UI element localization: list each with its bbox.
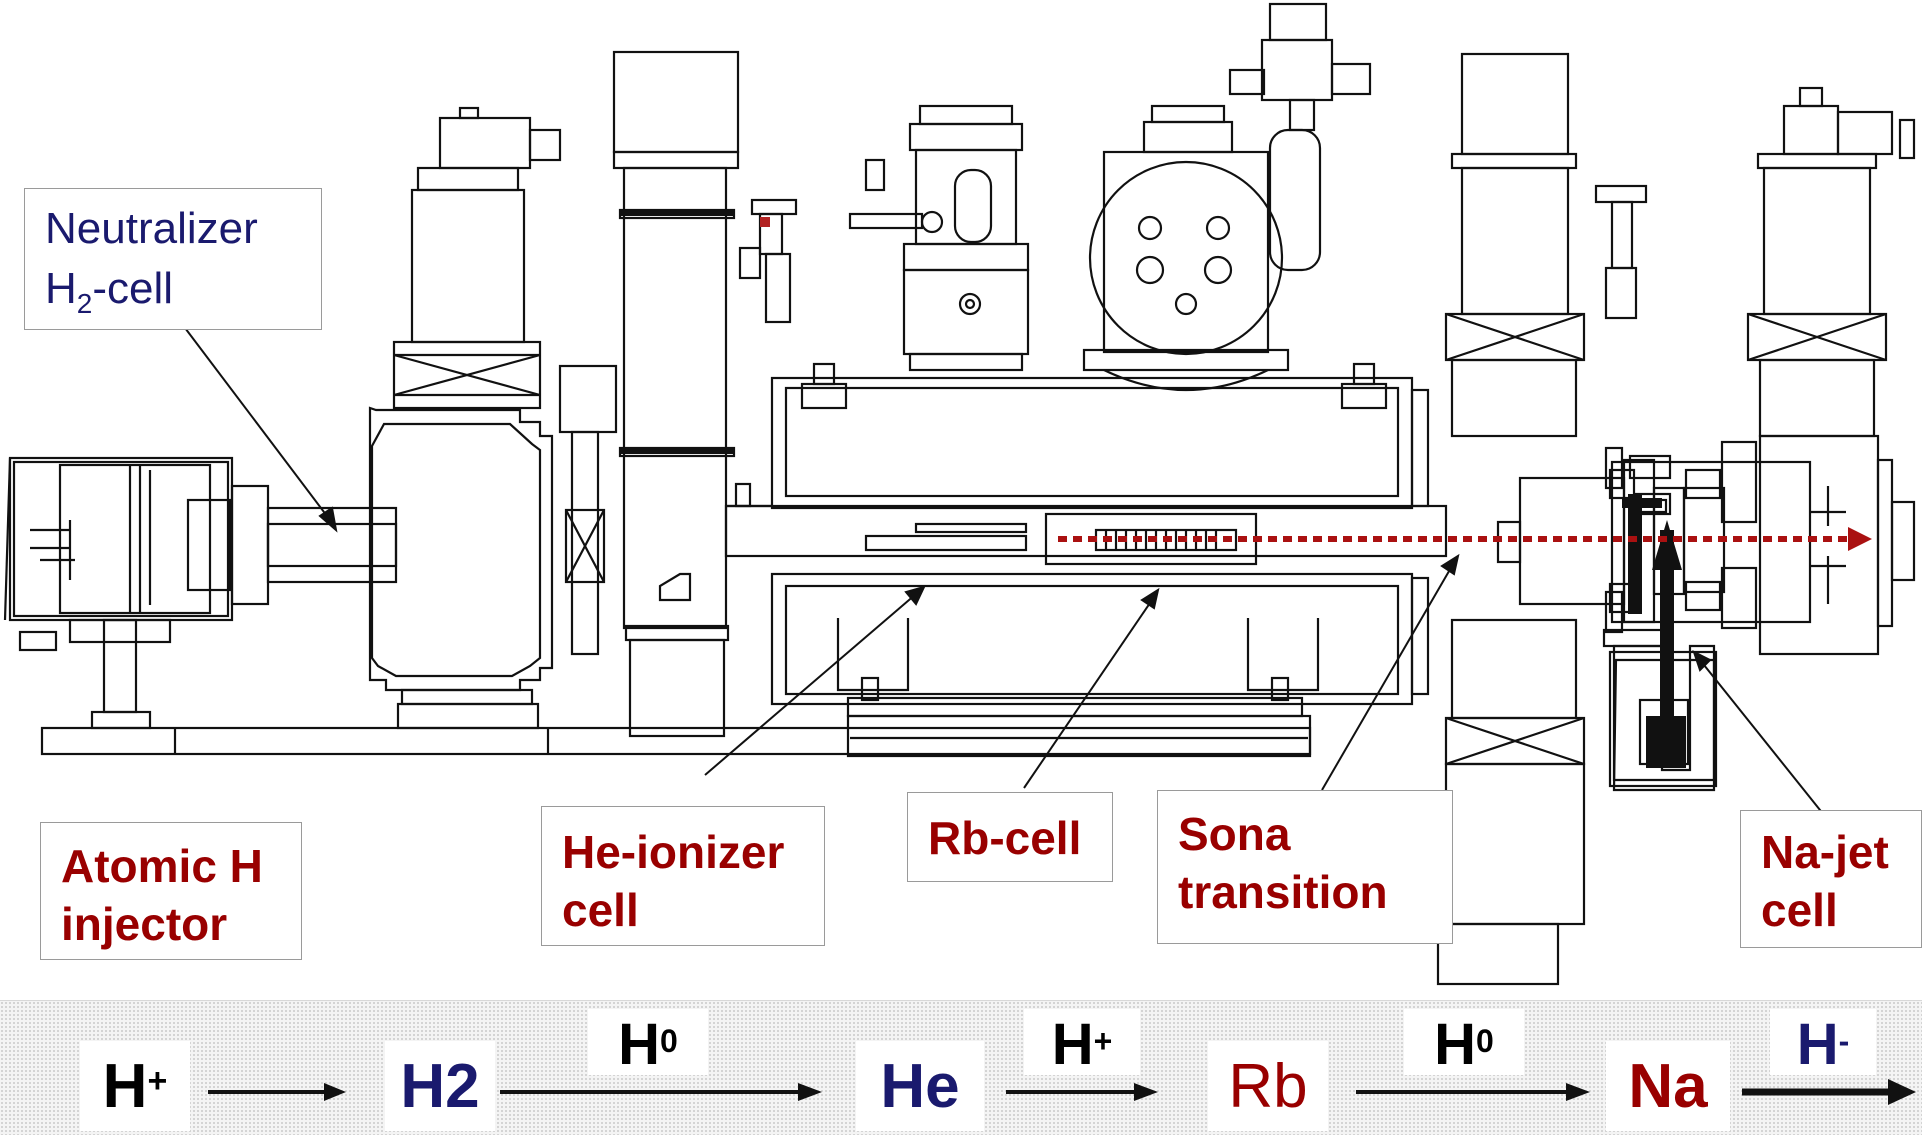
- label-atomic-h-line1: Atomic H: [61, 840, 263, 892]
- chain-stage-rb-base: Rb: [1228, 1052, 1308, 1121]
- beam-arrow: [1058, 527, 1872, 551]
- chain-arrow-1: [208, 1083, 346, 1101]
- chain-label-h0-1: H0: [588, 1009, 708, 1077]
- leader-he-ionizer-arrowhead: [904, 585, 926, 606]
- chain-stage-rb: Rb: [1208, 1041, 1328, 1131]
- he-ionizer-tower-drawing: [612, 50, 798, 738]
- chain-label-h-plus-sup: +: [1093, 1023, 1113, 1059]
- na-jet-nozzle: [1652, 520, 1682, 570]
- label-na-jet-line1: Na-jet: [1761, 826, 1889, 878]
- chain-label-h-plus: H+: [1024, 1009, 1140, 1077]
- tower-band-1: [620, 210, 734, 216]
- chain-stage-h2-base: H2: [400, 1052, 480, 1121]
- chain-stage-he: He: [856, 1041, 984, 1131]
- chain-label-h-minus-sup: -: [1838, 1023, 1850, 1059]
- chain-arrow-3: [1006, 1083, 1158, 1101]
- chain-stage-h-plus-sup: +: [147, 1062, 168, 1100]
- right-tower-2-drawing: [1720, 86, 1916, 656]
- chain-label-h0-1-base: H: [618, 1012, 661, 1077]
- chain-label-h0-2: H0: [1404, 1009, 1524, 1077]
- pump-2-drawing: [1082, 2, 1372, 392]
- valve-red-mark: [760, 217, 770, 227]
- leader-sona: [1321, 565, 1453, 791]
- na-catcher: [1622, 498, 1662, 508]
- tower-band-2: [620, 448, 734, 454]
- atomic-h-injector-drawing: [3, 456, 398, 730]
- na-reservoir: [1646, 716, 1686, 768]
- label-neutralizer-h: H: [45, 264, 77, 313]
- chain-label-h-minus: H-: [1770, 1009, 1876, 1077]
- leader-sona-arrowhead: [1440, 553, 1460, 576]
- right-tower-1-drawing: [1436, 52, 1648, 986]
- label-neutralizer-sub: 2: [76, 287, 93, 319]
- chain-stage-h-plus: H+: [80, 1041, 190, 1131]
- na-jet-nozzle-stem: [1660, 530, 1674, 718]
- pump-1-drawing: [848, 104, 1030, 372]
- chain-label-h0-2-sup: 0: [1476, 1023, 1494, 1059]
- label-rb-cell: Rb-cell: [907, 792, 1113, 882]
- label-neutralizer-line1: Neutralizer: [45, 204, 258, 253]
- chain-label-h-plus-base: H: [1051, 1012, 1094, 1077]
- chain-stage-na-base: Na: [1628, 1052, 1708, 1121]
- label-neutralizer: Neutralizer H2-cell: [24, 188, 322, 330]
- chain-arrow-5: [1742, 1079, 1916, 1105]
- label-atomic-h-injector: Atomic H injector: [40, 822, 302, 960]
- chain-stage-h-plus-base: H: [102, 1052, 148, 1121]
- chain-stage-he-base: He: [880, 1052, 960, 1121]
- label-neutralizer-line2: H2-cell: [45, 259, 321, 334]
- label-sona-line1: Sona: [1178, 808, 1291, 860]
- label-na-jet-cell: Na-jet cell: [1740, 810, 1922, 948]
- leader-rb-cell-arrowhead: [1140, 587, 1160, 610]
- chain-stage-na: Na: [1606, 1041, 1730, 1131]
- chain-stage-h2: H2: [385, 1041, 495, 1131]
- label-rb-cell-line1: Rb-cell: [928, 812, 1082, 864]
- chain-arrow-4: [1356, 1083, 1590, 1101]
- label-atomic-h-line2: injector: [61, 898, 228, 950]
- label-na-jet-line2: cell: [1761, 884, 1838, 936]
- label-sona-line2: transition: [1178, 866, 1388, 918]
- main-beam-tube-drawing: [724, 504, 1448, 566]
- label-he-ionizer-line1: He-ionizer: [562, 826, 785, 878]
- leader-neutralizer-arrowhead: [318, 506, 338, 533]
- leader-he-ionizer: [704, 593, 917, 776]
- chain-arrow-2: [500, 1083, 822, 1101]
- leader-na-jet-arrowhead: [1692, 650, 1712, 672]
- apparatus-drawing: [3, 2, 1916, 986]
- charge-exchange-chain: H+ H2 H0 He H+ Rb H0 Na H-: [0, 1000, 1922, 1135]
- label-he-ionizer-cell: He-ionizer cell: [541, 806, 825, 946]
- leader-rb-cell: [1023, 599, 1153, 789]
- label-neutralizer-rest: -cell: [92, 264, 174, 313]
- chain-label-h0-2-base: H: [1434, 1012, 1477, 1077]
- chain-label-h-minus-base: H: [1796, 1012, 1839, 1077]
- leader-neutralizer: [175, 315, 331, 521]
- na-jet-rod: [1628, 494, 1642, 614]
- label-he-ionizer-line2: cell: [562, 884, 639, 936]
- label-sona-transition: Sona transition: [1157, 790, 1453, 944]
- neutralizer-chamber-drawing: [368, 106, 562, 730]
- gate-valve-1-drawing: [558, 364, 618, 656]
- chain-label-h0-1-sup: 0: [660, 1023, 678, 1059]
- rb-cell-chamber-drawing: [770, 362, 1430, 718]
